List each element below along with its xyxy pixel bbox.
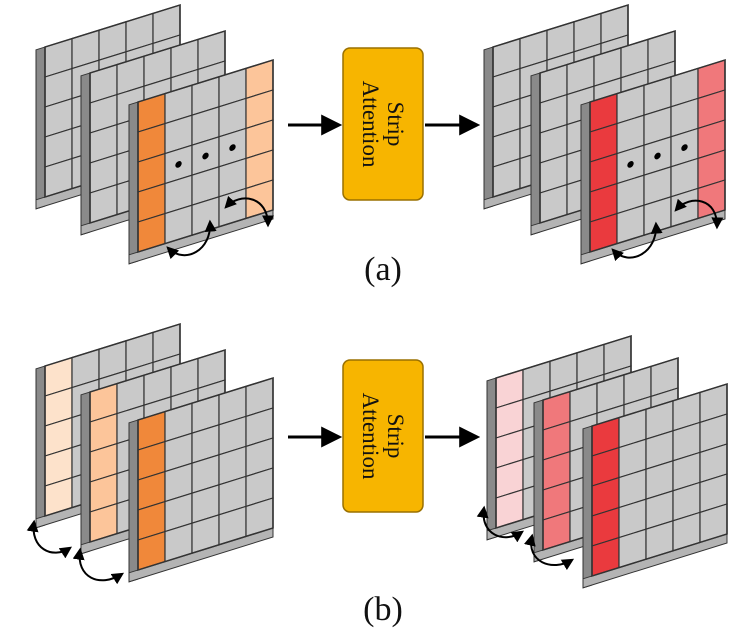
curved-arrow [166,219,217,260]
attention-label-strip: Strip [383,414,408,459]
curved-arrow [224,195,274,228]
output-feature-maps-a [483,3,726,265]
feature-map-border [591,382,728,578]
attention-label-strip: Strip [383,102,408,147]
feature-map [128,376,274,583]
ellipsis-dot [627,161,634,168]
attention-label-attention: Attention [358,81,383,168]
input-feature-maps-a [35,3,274,265]
ellipsis-dot [175,161,182,168]
feature-map-edge [580,101,591,265]
caption-b: (b) [363,591,403,628]
strip-attention-box-b: Strip Attention [342,359,424,513]
strip-attention-box-a: Strip Attention [342,47,424,201]
feature-map-edge [80,72,91,236]
feature-map-edge [533,399,544,563]
feature-map [582,382,728,589]
output-feature-maps-b [476,334,728,589]
feature-map-edge [35,46,46,210]
feature-map-border [137,376,274,572]
ellipsis-dot [681,144,688,151]
feature-map-edge [530,72,541,236]
ellipsis-dot [202,152,209,160]
feature-map-edge [486,377,497,541]
panel-a: Strip Attention (a) [35,3,726,288]
curved-arrow [611,221,663,262]
curved-arrow [72,547,125,585]
curved-arrow [674,198,724,230]
curved-arrow [476,505,524,543]
curved-arrow [26,519,72,559]
ellipsis-dot [229,144,236,151]
input-feature-maps-b [26,322,274,585]
feature-map-edge [80,391,91,555]
feature-map-edge [582,425,593,589]
feature-map-edge [128,419,139,583]
attention-label-attention: Attention [358,393,383,480]
feature-map-edge [35,365,46,529]
caption-a: (a) [364,251,402,288]
ellipsis-dot [654,152,661,160]
feature-map-edge [128,101,139,265]
panel-b: Strip Attention (b) [26,322,728,628]
feature-map-edge [483,46,494,210]
curved-arrow [524,533,575,571]
